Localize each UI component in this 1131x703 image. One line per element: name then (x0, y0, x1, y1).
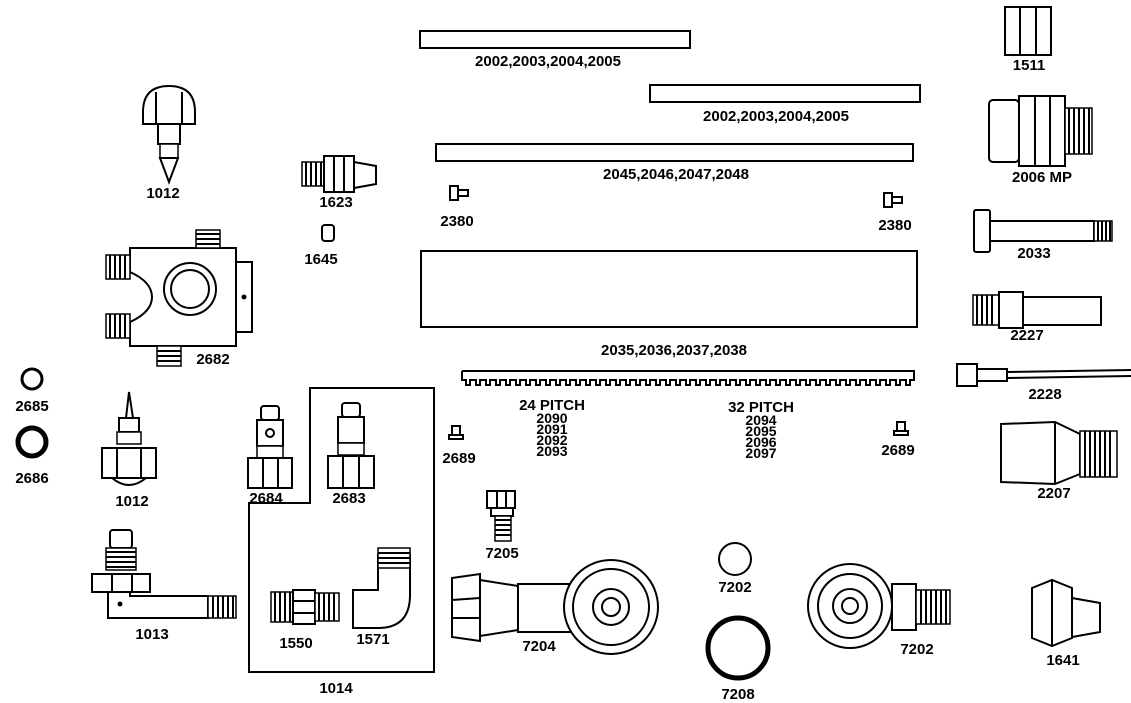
pin-2689-right (893, 421, 909, 436)
pin-2689-left (448, 425, 464, 440)
label-1511: 1511 (1012, 57, 1046, 74)
bar-2002-mid (649, 84, 921, 103)
label-2207: 2207 (1037, 485, 1071, 502)
label-2228: 2228 (1028, 386, 1062, 403)
pitch-24-group: 24 PITCH 2090 2091 2092 2093 (519, 397, 585, 459)
label-1623: 1623 (319, 194, 353, 211)
bar-2045 (435, 143, 914, 162)
fitting-7205 (486, 490, 516, 542)
label-2682: 2682 (196, 351, 230, 368)
pitch-24-item: 2091 (536, 421, 568, 437)
elbow-1571 (352, 547, 411, 629)
label-2689-right: 2689 (881, 442, 915, 459)
label-2685: 2685 (15, 398, 49, 415)
part-2227 (972, 291, 1102, 329)
fitting-2683 (327, 402, 375, 489)
label-2380-right: 2380 (878, 217, 912, 234)
part-2228 (956, 363, 1131, 387)
fitting-1012-top (142, 84, 196, 185)
label-1645: 1645 (304, 251, 338, 268)
label-2683: 2683 (332, 490, 366, 507)
label-bar-2002-mid: 2002,2003,2004,2005 (703, 108, 849, 125)
banjo-7204 (451, 559, 659, 655)
label-1571: 1571 (356, 631, 390, 648)
pitch-32-item: 2097 (745, 445, 777, 461)
nut-1511 (1004, 6, 1052, 56)
label-7205: 7205 (485, 545, 519, 562)
label-1012-top: 1012 (146, 185, 180, 202)
label-2033: 2033 (1017, 245, 1051, 262)
pin-2380-right (883, 192, 903, 208)
bar-2002-top (419, 30, 691, 49)
label-7202-ring: 7202 (718, 579, 752, 596)
fitting-1013 (91, 529, 237, 619)
label-2684: 2684 (249, 490, 283, 507)
nut-1641 (1031, 578, 1101, 648)
pitch-32-item: 2096 (745, 434, 777, 450)
banjo-7202 (807, 563, 951, 649)
block-2035 (420, 250, 918, 328)
label-2006: 2006 MP (1011, 169, 1073, 186)
label-7202-banjo: 7202 (900, 641, 934, 658)
part-2207 (1000, 420, 1118, 486)
label-2380-left: 2380 (440, 213, 474, 230)
pin-2380-left (449, 185, 469, 201)
oring-2686 (15, 425, 49, 459)
fitting-2684 (247, 405, 293, 489)
pitch-32-group: 32 PITCH 2094 2095 2096 2097 (728, 399, 794, 461)
oring-2685 (20, 367, 44, 391)
fitting-1550 (270, 589, 340, 625)
pitch-32-item: 2095 (745, 423, 777, 439)
label-bar-2002-top: 2002,2003,2004,2005 (475, 53, 621, 70)
label-7208: 7208 (721, 686, 755, 703)
kit-1014-outline (248, 387, 435, 673)
label-7204: 7204 (522, 638, 556, 655)
label-1014: 1014 (319, 680, 353, 697)
label-1550: 1550 (279, 635, 313, 652)
bolt-2033 (973, 209, 1113, 253)
label-bar-2045: 2045,2046,2047,2048 (603, 166, 749, 183)
label-1012-bottom: 1012 (115, 493, 149, 510)
label-block-2035: 2035,2036,2037,2038 (601, 342, 747, 359)
fitting-2006 (988, 95, 1093, 167)
sleeve-1645 (321, 224, 335, 242)
pitch-32-heading: 32 PITCH (728, 399, 794, 416)
label-1641: 1641 (1046, 652, 1080, 669)
pitch-24-item: 2092 (536, 432, 568, 448)
pitch-32-item: 2094 (745, 412, 777, 428)
pitch-24-heading: 24 PITCH (519, 397, 585, 414)
label-2686: 2686 (15, 470, 49, 487)
ring-7208 (705, 615, 771, 681)
label-2227: 2227 (1010, 327, 1044, 344)
fitting-1623 (301, 155, 377, 193)
pitch-24-item: 2093 (536, 443, 568, 459)
label-1013: 1013 (135, 626, 169, 643)
rack-gear (461, 370, 915, 386)
ring-7202 (718, 542, 752, 576)
label-2689-left: 2689 (442, 450, 476, 467)
manifold-2682 (105, 229, 253, 367)
fitting-1012-bottom (101, 391, 157, 486)
pitch-24-item: 2090 (536, 410, 568, 426)
